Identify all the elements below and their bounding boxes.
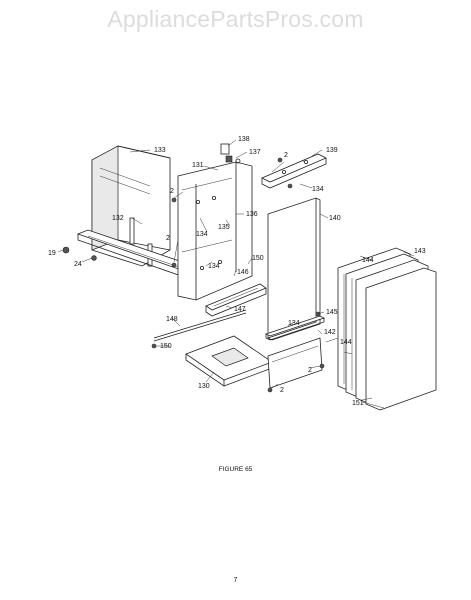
door-panel — [267, 197, 321, 341]
label-134-top: 134 — [312, 186, 324, 193]
label-151: 151 — [352, 400, 364, 407]
label-133: 133 — [154, 147, 166, 154]
label-135: 135 — [218, 224, 230, 231]
label-144-bottom: 144 — [340, 339, 352, 346]
label-150-bottom: 150 — [160, 343, 172, 350]
label-2-bottom: 2 — [280, 387, 284, 394]
label-2-top: 2 — [284, 152, 288, 159]
label-134-mid: 134 — [196, 231, 208, 238]
cabinet-housing — [76, 145, 202, 280]
label-2-mid: 2 — [166, 235, 170, 242]
lower-rail-bracket — [205, 283, 267, 317]
label-132: 132 — [112, 215, 124, 222]
label-24: 24 — [74, 261, 82, 268]
label-145: 145 — [326, 309, 338, 316]
leader-lines — [57, 139, 415, 409]
label-138: 138 — [238, 136, 250, 143]
figure-caption: FIGURE 65 — [218, 466, 253, 473]
label-2-left: 2 — [170, 188, 174, 195]
page-number: 7 — [233, 577, 238, 584]
label-146: 146 — [237, 269, 249, 276]
label-142: 142 — [324, 329, 336, 336]
kick-plate — [264, 315, 326, 389]
label-148: 148 — [166, 316, 178, 323]
hardware — [62, 157, 325, 393]
label-2-right: 2 — [308, 367, 312, 374]
label-134-bottom: 134 — [288, 320, 300, 327]
support-rod — [153, 309, 247, 342]
label-137: 137 — [249, 149, 261, 156]
watermark: AppliancePartsPros.com — [107, 6, 364, 32]
label-140: 140 — [329, 215, 341, 222]
control-panel-bracket — [177, 143, 253, 301]
label-19: 19 — [48, 250, 56, 257]
label-136: 136 — [246, 211, 258, 218]
label-147: 147 — [234, 306, 246, 313]
top-trim-bracket — [261, 153, 327, 189]
label-144-top: 144 — [362, 257, 374, 264]
label-150-top: 150 — [252, 255, 264, 262]
floor-tray — [185, 335, 273, 387]
label-131: 131 — [192, 162, 204, 169]
label-134-lower: 134 — [208, 263, 220, 270]
label-139: 139 — [326, 147, 338, 154]
label-143: 143 — [414, 248, 426, 255]
label-130: 130 — [198, 383, 210, 390]
door-panel-stack — [337, 247, 437, 411]
part-labels: 133 138 137 131 139 2 2 134 132 136 135 … — [48, 136, 426, 407]
